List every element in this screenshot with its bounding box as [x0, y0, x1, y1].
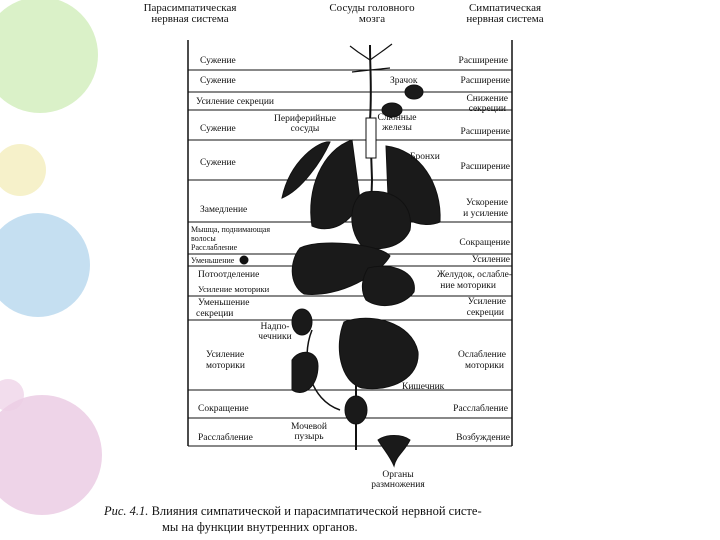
- left-label-4: Сужение: [200, 124, 236, 134]
- hair-muscle-shape: [239, 255, 249, 265]
- bubble-yellow: [0, 144, 46, 196]
- header-vessels: Сосуды головного мозга: [329, 2, 415, 25]
- heart-shape: [351, 190, 412, 250]
- right-label-4: секреции: [468, 104, 506, 114]
- right-label-15: Ослабление: [458, 350, 506, 360]
- organ-bronchi: Бронхи: [410, 152, 440, 162]
- bubble-pink-2: [0, 379, 24, 411]
- left-label-11: Потоотделение: [198, 270, 260, 280]
- adrenal-shape: [291, 308, 313, 336]
- stomach-shape: [361, 265, 415, 307]
- trachea-shape: [365, 117, 377, 159]
- eye-shape: [404, 84, 424, 100]
- caption-line2: мы на функции внутренних органов.: [162, 520, 358, 534]
- organ-bladder: Мочевой пузырь: [291, 422, 327, 442]
- reproductive-shape: [377, 435, 411, 468]
- figure-caption: Рис. 4.1. Влияния симпатической и параси…: [104, 503, 624, 535]
- left-label-15: Усиление: [206, 350, 245, 360]
- right-label-10: Усиление: [471, 255, 510, 265]
- organ-salivary: Слюнные железы: [377, 113, 417, 133]
- organ-reproductive: Органы размножения: [371, 470, 425, 490]
- right-label-17: Расслабление: [453, 404, 508, 414]
- organ-adrenals: Надпо- чечники: [258, 322, 292, 342]
- right-label-8: и усиление: [463, 209, 508, 219]
- organ-pupil: Зрачок: [390, 76, 418, 86]
- left-label-18: Расслабление: [198, 433, 253, 443]
- brain-vessels: [349, 43, 393, 73]
- right-label-3: Снижение: [466, 94, 508, 104]
- salivary-gland-shape: [381, 102, 403, 118]
- bubble-green: [0, 0, 98, 113]
- left-label-8: волосы: [191, 234, 216, 243]
- header-sympathetic: Симпатическая нервная система: [466, 2, 544, 25]
- left-label-1: Сужение: [200, 56, 236, 66]
- left-label-3: Усиление секреции: [196, 97, 274, 107]
- left-label-16: моторики: [206, 361, 245, 371]
- right-label-12: ние моторики: [440, 281, 496, 291]
- right-label-6: Расширение: [460, 162, 510, 172]
- left-label-17: Сокращение: [198, 404, 249, 414]
- left-label-5: Сужение: [200, 158, 236, 168]
- nerve-trunk: [367, 44, 374, 301]
- right-label-13: Усиление: [467, 297, 506, 307]
- bubble-blue: [0, 213, 90, 317]
- right-label-11: Желудок, ослабле-: [437, 270, 512, 280]
- left-label-13: Уменьшение: [198, 298, 250, 308]
- caption-label: Рис. 4.1.: [104, 504, 149, 518]
- colon-shape: [291, 351, 319, 393]
- left-label-14: секреции: [196, 309, 234, 319]
- caption-line1: Влияния симпатической и парасимпатическо…: [151, 504, 482, 518]
- right-label-5: Расширение: [460, 127, 510, 137]
- right-label-9: Сокращение: [459, 238, 510, 248]
- left-label-2: Сужение: [200, 76, 236, 86]
- organ-intestine: Кишечник: [402, 382, 445, 392]
- left-label-7: Мышца, поднимающая: [191, 225, 271, 234]
- right-label-7: Ускорение: [465, 198, 508, 208]
- right-label-18: Возбуждение: [456, 433, 510, 443]
- left-label-6: Замедление: [200, 205, 248, 215]
- left-label-9: Расслабление: [191, 243, 238, 252]
- right-label-16: моторики: [465, 361, 504, 371]
- left-label-12: Усиление моторики: [198, 284, 270, 294]
- bladder-shape: [344, 395, 368, 425]
- intestine-shape: [338, 317, 419, 390]
- header-parasympathetic: Парасимпатическая нервная система: [143, 2, 237, 25]
- peripheral-vessel-shape: [281, 141, 331, 199]
- right-label-2: Расширение: [460, 76, 510, 86]
- organ-peripheral-vessels: Периферийные сосуды: [274, 114, 336, 134]
- left-label-10: Уменьшение: [191, 256, 235, 265]
- right-label-1: Расширение: [458, 56, 508, 66]
- bubble-pink: [0, 395, 102, 515]
- right-label-14: секреции: [466, 308, 504, 318]
